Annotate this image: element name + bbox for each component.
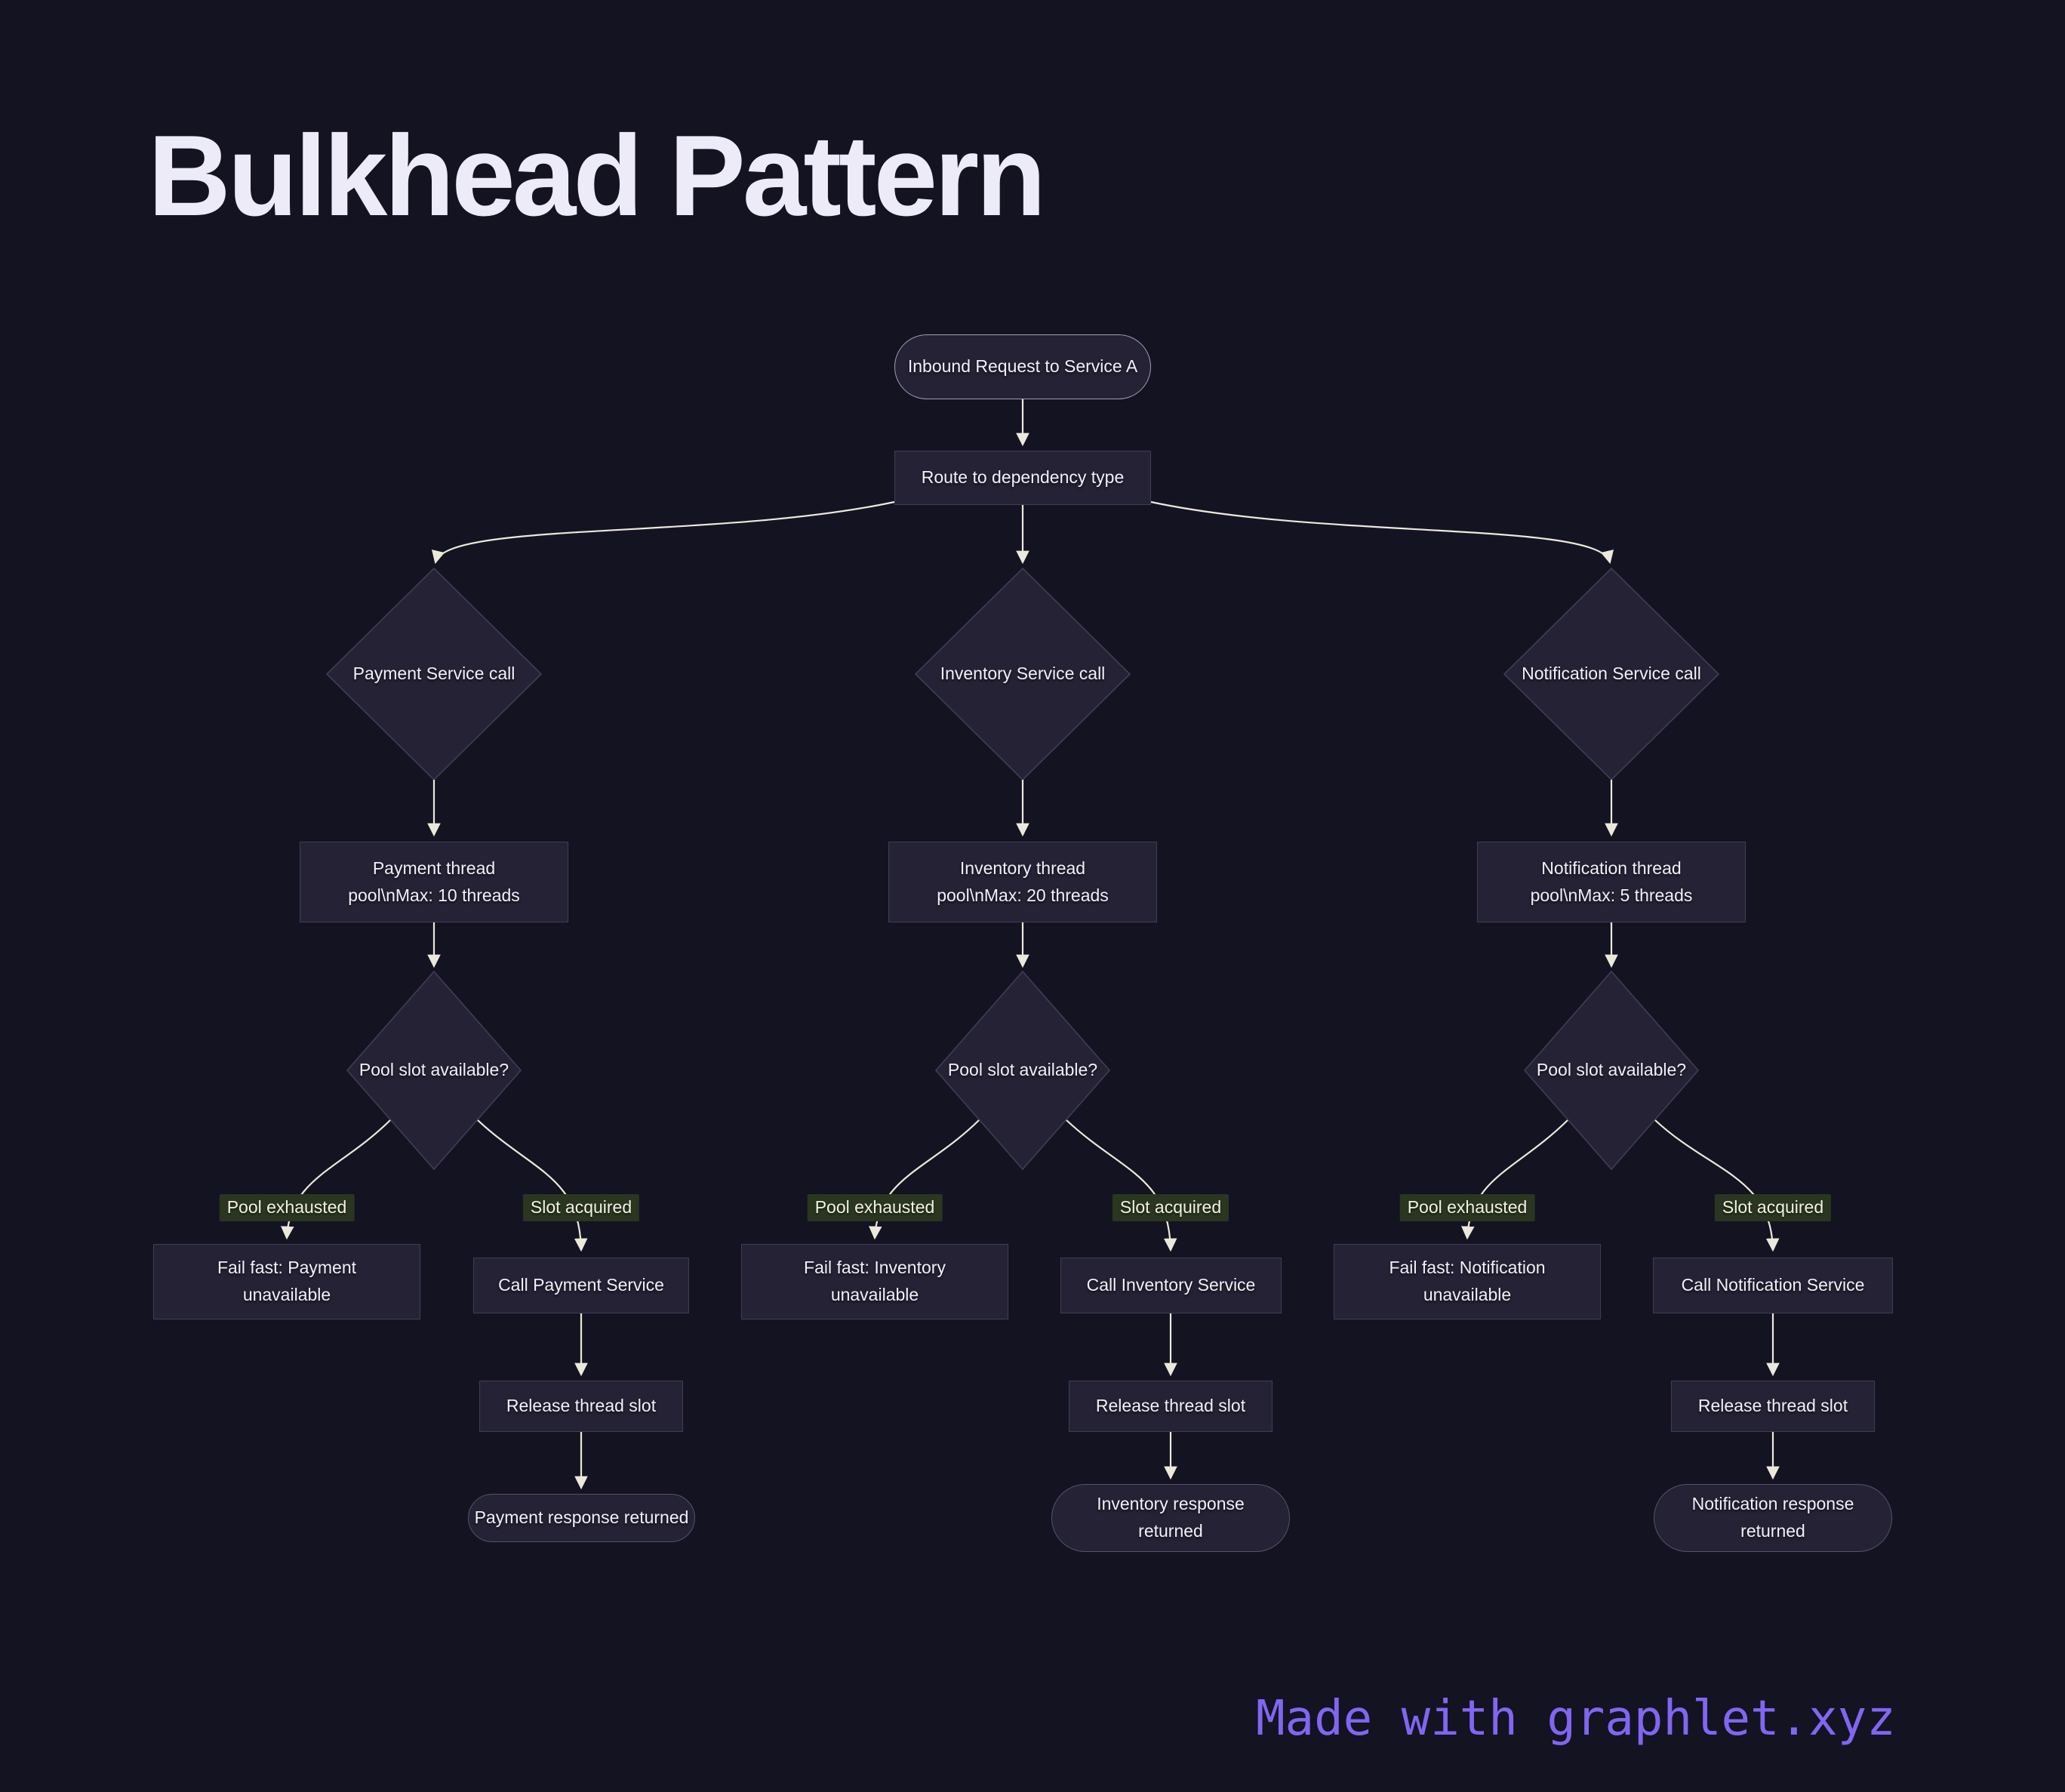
edge-label-acquired-inventory: Slot acquired [1112, 1194, 1229, 1221]
response-node-notification: Notification response returned [1654, 1484, 1892, 1552]
page-title: Bulkhead Pattern [148, 112, 1046, 240]
edge-route-notification [1150, 500, 1614, 565]
edge-label-exhausted-notification: Pool exhausted [1399, 1194, 1535, 1221]
fail-node-payment: Fail fast: Payment unavailable [153, 1244, 420, 1319]
watermark-link[interactable]: Made with graphlet.xyz [1256, 1691, 1896, 1747]
response-node-payment: Payment response returned [468, 1494, 695, 1542]
pool-node-payment: Payment thread pool\nMax: 10 threads [300, 842, 568, 922]
edge-acquired-payment [477, 1119, 588, 1252]
slot-check-label-inventory: Pool slot available? [947, 1060, 1098, 1080]
edge-label-acquired-payment: Slot acquired [522, 1194, 640, 1221]
release-node-notification: Release thread slot [1671, 1381, 1875, 1432]
edge-label-exhausted-payment: Pool exhausted [219, 1194, 355, 1221]
decision-label-payment: Payment Service call [352, 664, 515, 684]
call-node-payment: Call Payment Service [473, 1258, 689, 1313]
slot-diamond-payment [346, 970, 522, 1171]
slot-check-label-notification: Pool slot available? [1536, 1060, 1687, 1080]
fail-node-inventory: Fail fast: Inventory unavailable [741, 1244, 1008, 1319]
fail-node-notification: Fail fast: Notification unavailable [1334, 1244, 1601, 1319]
call-node-inventory: Call Inventory Service [1060, 1258, 1282, 1313]
decision-label-inventory: Inventory Service call [940, 664, 1106, 684]
slot-diamond-notification [1523, 970, 1700, 1171]
slot-check-label-payment: Pool slot available? [359, 1060, 509, 1080]
pool-node-notification: Notification thread pool\nMax: 5 threads [1477, 842, 1746, 922]
edge-acquired-notification [1654, 1119, 1780, 1252]
edge-label-acquired-notification: Slot acquired [1714, 1194, 1832, 1221]
edge-route-payment [432, 500, 895, 565]
route-node: Route to dependency type [894, 451, 1151, 505]
start-node: Inbound Request to Service A [894, 334, 1151, 399]
pool-node-inventory: Inventory thread pool\nMax: 20 threads [888, 842, 1157, 922]
decision-label-notification: Notification Service call [1522, 664, 1701, 684]
slot-diamond-inventory [934, 970, 1111, 1171]
edge-label-exhausted-inventory: Pool exhausted [807, 1194, 943, 1221]
release-node-payment: Release thread slot [479, 1381, 683, 1432]
call-node-notification: Call Notification Service [1653, 1258, 1893, 1313]
release-node-inventory: Release thread slot [1069, 1381, 1273, 1432]
edge-acquired-inventory [1066, 1119, 1177, 1252]
response-node-inventory: Inventory response returned [1051, 1484, 1290, 1552]
